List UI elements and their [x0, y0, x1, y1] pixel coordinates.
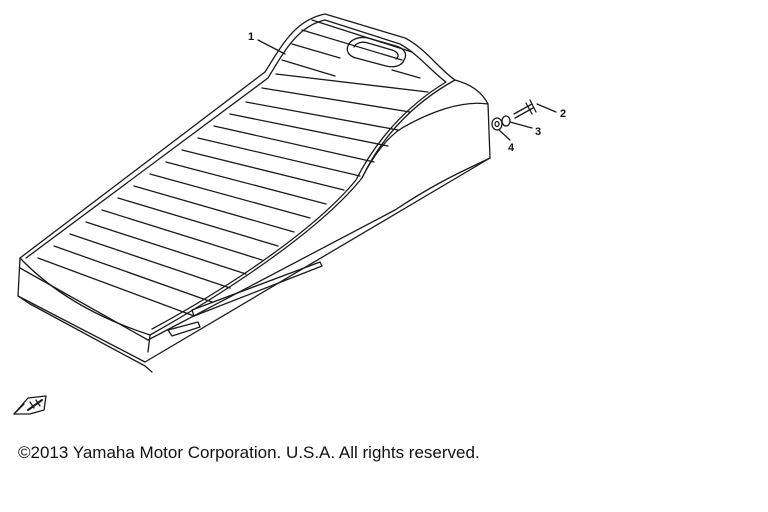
bolt-illustration — [513, 99, 537, 119]
callout-number-2: 2 — [560, 108, 566, 120]
callout-leader-4 — [498, 129, 511, 141]
callout-leader-2 — [536, 103, 557, 113]
seat-illustration — [17, 13, 491, 373]
callout-number-1: 1 — [248, 31, 254, 43]
callout-number-3: 3 — [535, 126, 541, 138]
washer-illustration — [501, 115, 511, 127]
copyright-notice: ©2013 Yamaha Motor Corporation. U.S.A. A… — [18, 443, 480, 462]
callout-leader-1 — [257, 39, 286, 55]
callout-number-4: 4 — [508, 142, 515, 154]
callout-leader-3 — [509, 121, 533, 129]
nut-illustration — [491, 117, 503, 131]
front-direction-arrow-icon — [13, 395, 47, 415]
